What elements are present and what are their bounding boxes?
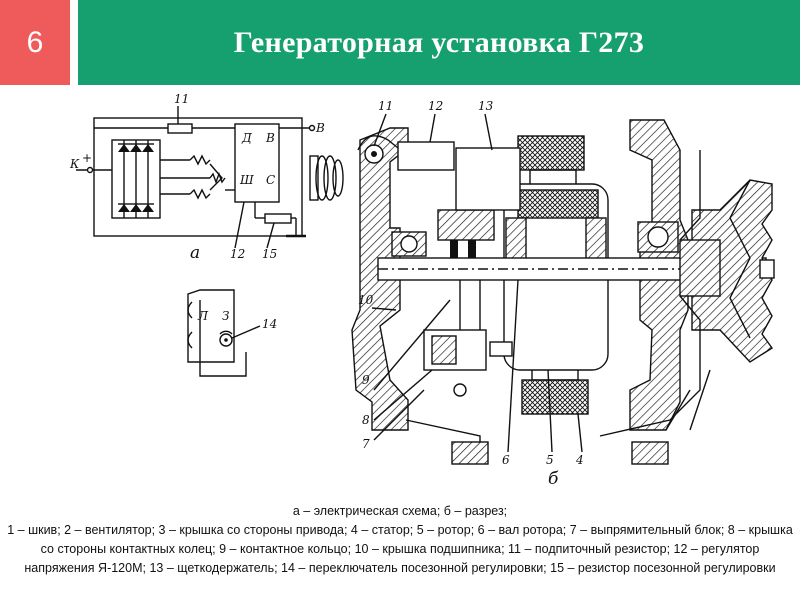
figure-caption: а – электрическая схема; б – разрез; 1 –… bbox=[4, 502, 796, 578]
pulley bbox=[691, 179, 773, 363]
seasonal-switch: Л З 14 bbox=[187, 289, 277, 377]
section-label-11: 11 bbox=[378, 99, 393, 113]
plus-label: + bbox=[82, 151, 92, 165]
regulator-housing bbox=[397, 141, 455, 171]
brush-holder-housing bbox=[455, 147, 521, 211]
left-foot bbox=[451, 441, 489, 465]
section-label-6: 6 bbox=[502, 453, 510, 467]
terminal-d-label: Д bbox=[241, 131, 252, 145]
output-v-label: В bbox=[315, 121, 325, 135]
scheme-label-11: 11 bbox=[174, 92, 189, 106]
terminal-k-label: К bbox=[69, 157, 80, 171]
section-label-7: 7 bbox=[362, 437, 370, 451]
generator-section: 11 12 13 10 9 8 7 6 5 4 б bbox=[351, 99, 775, 489]
section-label-13: 13 bbox=[478, 99, 494, 113]
scheme-frame bbox=[93, 117, 303, 237]
caption-line-2: 1 – шкив; 2 – вентилятор; 3 – крышка со … bbox=[7, 523, 793, 575]
scheme-label-12: 12 bbox=[230, 247, 245, 261]
scheme-pulley bbox=[309, 155, 344, 201]
slide-number-badge: 6 bbox=[0, 0, 70, 85]
section-label-5: 5 bbox=[546, 453, 554, 467]
caption-line-1: а – электрическая схема; б – разрез; bbox=[292, 504, 508, 518]
section-label-9: 9 bbox=[362, 373, 370, 387]
stator-top bbox=[517, 135, 585, 171]
slip-ring-2 bbox=[468, 240, 476, 258]
brush-holder bbox=[437, 209, 495, 241]
scheme-label-14: 14 bbox=[262, 317, 277, 331]
title-bar: Генераторная установка Г273 bbox=[78, 0, 800, 85]
slide-number: 6 bbox=[26, 25, 44, 59]
section-label-10: 10 bbox=[358, 293, 374, 307]
switch-L-label: Л bbox=[197, 309, 209, 323]
section-label-8: 8 bbox=[362, 413, 370, 427]
resistor-11 bbox=[167, 123, 193, 134]
voltage-regulator-box bbox=[234, 123, 280, 203]
scheme-label-15: 15 bbox=[262, 247, 277, 261]
resistor-15 bbox=[264, 213, 292, 224]
terminal-s-label: С bbox=[266, 173, 275, 187]
figure: К + 11 Д В Ш С В а 12 15 Л З 14 bbox=[69, 92, 775, 489]
scheme-a-label: а bbox=[190, 243, 200, 263]
fan-hub bbox=[679, 239, 721, 297]
electrical-scheme: К + 11 Д В Ш С В а 12 15 bbox=[69, 92, 344, 263]
slip-ring-1 bbox=[450, 240, 458, 258]
slide-title: Генераторная установка Г273 bbox=[233, 25, 645, 59]
stator-winding bbox=[189, 154, 226, 200]
rectifier-bridge bbox=[111, 139, 161, 219]
terminal-sh-label: Ш bbox=[239, 173, 254, 187]
stator-bottom bbox=[521, 379, 589, 415]
section-b-label: б bbox=[548, 469, 559, 489]
right-foot bbox=[631, 441, 669, 465]
section-label-12: 12 bbox=[428, 99, 443, 113]
switch-Z-label: З bbox=[222, 309, 229, 323]
stator-leads bbox=[160, 159, 210, 195]
section-label-4: 4 bbox=[575, 453, 584, 467]
terminal-v-label: В bbox=[265, 131, 275, 145]
